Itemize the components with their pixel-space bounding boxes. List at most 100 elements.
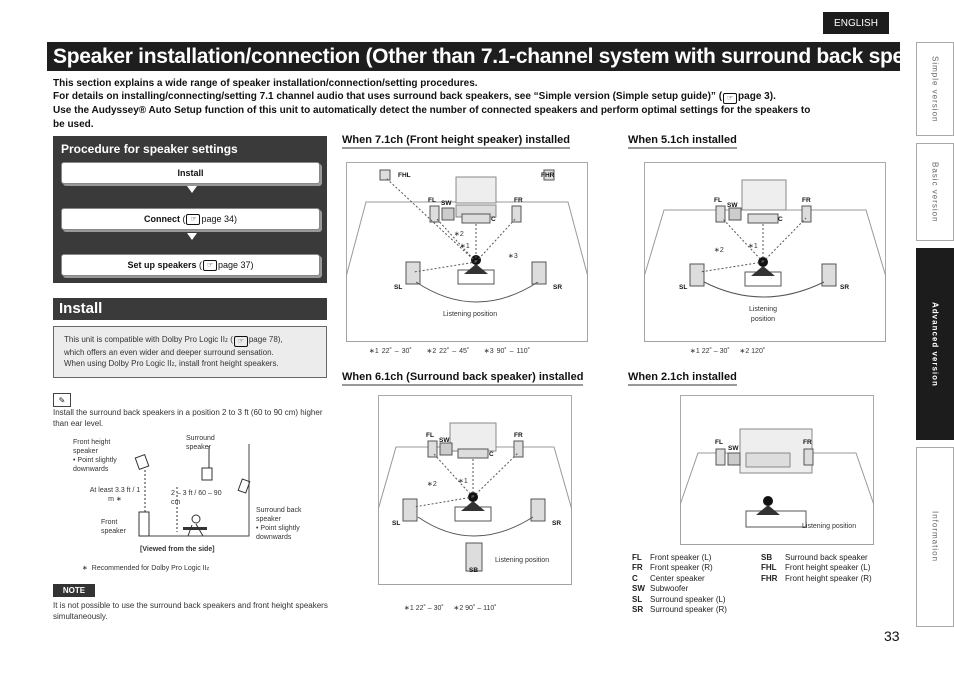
tab-label: Information	[930, 511, 940, 563]
surround-back-label: Surround back speaker • Point slightly do…	[256, 506, 326, 542]
arrow-down-icon	[187, 233, 197, 240]
front-speaker-label: Front speaker	[101, 519, 126, 535]
legend-text: Surround speaker (R)	[650, 605, 727, 615]
side-view-svg	[134, 444, 251, 537]
legend-text: Front height speaker (L)	[785, 563, 871, 573]
label-text: Recommended for Dolby Pro Logic II	[91, 565, 207, 572]
install-step-button[interactable]: Install	[61, 162, 320, 184]
info-box: This unit is compatible with Dolby Pro L…	[53, 326, 327, 378]
listening-label: Listening position	[802, 523, 857, 530]
step-label: Install	[177, 168, 204, 178]
pointing-hand-icon: ☞	[203, 259, 217, 271]
label-sr: SR	[840, 284, 850, 291]
page-ref-link[interactable]: page 3)	[738, 91, 774, 103]
angle-text: 1 22˚ – 30˚	[695, 348, 730, 355]
arrow-down-icon	[187, 186, 197, 193]
tip-text: Install the surround back speakers in a …	[53, 408, 323, 428]
setup-step-button[interactable]: Set up speakers (☞page 37)	[61, 254, 320, 276]
angle-text: 2 120˚	[745, 348, 766, 355]
legend-item: FHL Front height speaker (L)	[761, 563, 891, 573]
angles-61: ∗1 22˚ – 30˚ ∗2 90˚ – 110˚	[404, 605, 497, 612]
label-sl: SL	[394, 284, 403, 291]
intro-line: For details on installing/connecting/set…	[53, 91, 776, 105]
label-fr: FR	[514, 432, 523, 439]
angle-text: 3 90˚ – 110˚	[489, 348, 531, 355]
diagram-21-svg	[679, 395, 875, 546]
note-badge: NOTE	[53, 584, 95, 597]
angle-text: 1 22˚ – 30˚	[374, 348, 412, 355]
diagram-61-svg	[377, 395, 573, 586]
label-sr: SR	[552, 520, 562, 527]
connect-step-button[interactable]: Connect (☞page 34)	[61, 208, 320, 230]
label-fl: FL	[715, 439, 723, 446]
legend-abbr: C	[632, 573, 638, 583]
listening-label: Listening position	[443, 311, 498, 318]
tab-label: Basic version	[930, 161, 940, 223]
angle-mark: ∗2	[454, 231, 464, 238]
label-sb: SB	[469, 567, 479, 574]
info-sub: z	[224, 338, 228, 344]
procedure-title: Procedure for speaker settings	[61, 142, 238, 156]
heading-61: When 6.1ch (Surround back speaker) insta…	[342, 371, 584, 386]
label-sl: SL	[679, 284, 688, 291]
diagram-21: FL FR SW Listening position	[679, 395, 875, 546]
note-text: It is not possible to use the surround b…	[53, 601, 328, 621]
angle-mark: ∗3	[508, 253, 518, 260]
side-view-diagram: Front height speaker • Point slightly dow…	[53, 432, 329, 572]
angles-51: ∗1 22˚ – 30˚ ∗2 120˚	[690, 348, 766, 355]
angle-mark: ∗1	[748, 243, 758, 250]
info-text: This unit is compatible with Dolby Pro L…	[64, 335, 225, 344]
front-height-label: Front height speaker • Point slightly dow…	[73, 438, 133, 474]
tab-basic-version[interactable]: Basic version	[916, 143, 954, 241]
viewed-side-label: [Viewed from the side]	[140, 546, 215, 553]
label-sr: SR	[553, 284, 563, 291]
legend-abbr: FHL	[761, 563, 777, 573]
page-ref: page 34)	[201, 214, 238, 224]
info-sub: z	[171, 362, 175, 368]
intro-line: be used.	[53, 118, 94, 130]
heading-21: When 2.1ch installed	[628, 371, 737, 386]
label-text: Front height speaker	[73, 439, 111, 455]
diagram-71: FHL FHR FL FR SW C SL SR ∗2 ∗1 ∗3 Listen…	[345, 162, 589, 343]
listening-label: Listening position	[748, 306, 778, 323]
tab-advanced-version[interactable]: Advanced version	[916, 248, 954, 440]
label-text: • Point slightly downwards	[73, 457, 117, 473]
label-c: C	[489, 451, 494, 458]
label-fl: FL	[426, 432, 434, 439]
intro-line: This section explains a wide range of sp…	[53, 78, 478, 89]
label-fr: FR	[514, 197, 523, 204]
label-text: Surround back speaker	[256, 507, 302, 523]
procedure-panel: Procedure for speaker settings Install C…	[53, 136, 327, 283]
angles-71: ∗1 22˚ – 30˚ ∗2 22˚ – 45˚ ∗3 90˚ – 110˚	[369, 348, 531, 355]
angle-text: 2 90˚ – 110˚	[459, 605, 497, 612]
pointing-hand-icon: ☞	[186, 213, 201, 225]
legend-text: Center speaker	[650, 573, 705, 583]
pointing-hand-icon: ☞	[233, 336, 248, 347]
tab-label: Simple version	[930, 55, 940, 123]
intro-line: Use the Audyssey® Auto Setup function of…	[53, 105, 811, 117]
legend-abbr: FHR	[761, 573, 778, 583]
label-fhl: FHL	[398, 172, 411, 179]
label-sw: SW	[728, 445, 739, 452]
legend-item: C Center speaker	[632, 574, 762, 584]
legend-text: Subwoofer	[650, 584, 689, 594]
label-sw: SW	[441, 200, 452, 207]
legend-text: Surround back speaker	[785, 553, 868, 562]
tab-simple-version[interactable]: Simple version	[916, 42, 954, 136]
legend-text: Surround speaker (L)	[650, 594, 726, 604]
tab-information[interactable]: Information	[916, 447, 954, 627]
label-sw: SW	[727, 202, 738, 209]
pointing-hand-icon: ☞	[723, 93, 738, 105]
page-title: Speaker installation/connection (Other t…	[47, 42, 954, 71]
page-number: 33	[884, 628, 900, 644]
label-text: At least 3.3 ft / 1 m	[89, 487, 141, 503]
language-badge: ENGLISH	[823, 12, 889, 34]
label-text: • Point slightly downwards	[256, 525, 300, 541]
